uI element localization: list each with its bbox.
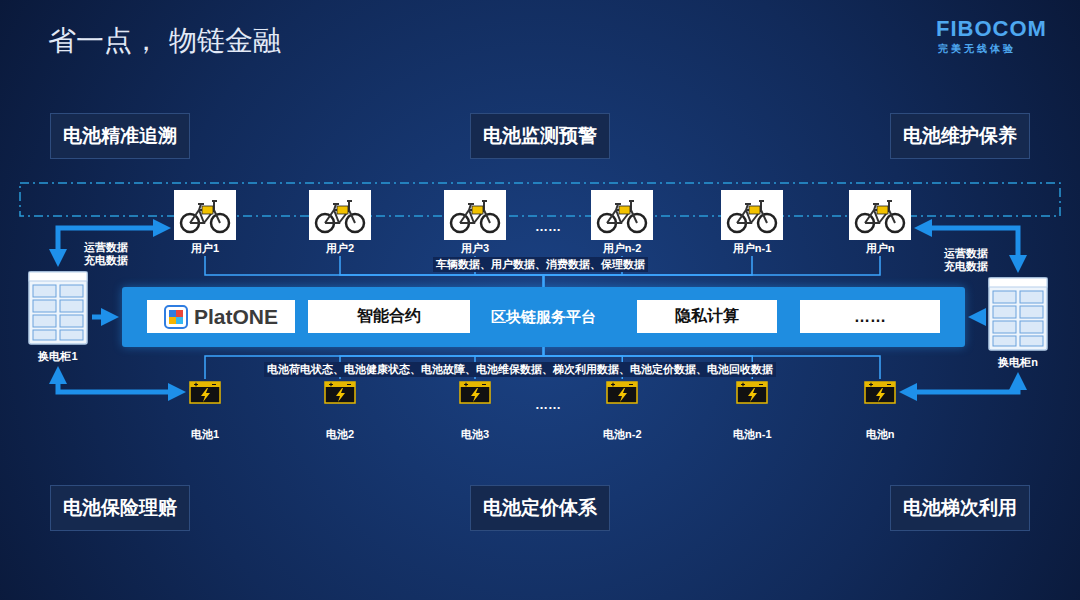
topic-box: 电池定价体系 — [470, 485, 610, 531]
topic-box: 电池精准追溯 — [50, 113, 190, 159]
logo-icon — [164, 305, 188, 329]
battery-node: 电池n — [864, 380, 896, 441]
node-text: 电池n-1 — [733, 428, 772, 441]
battery-node: 电池2 — [324, 380, 356, 441]
battery-picture — [190, 382, 220, 403]
node-text: 电池1 — [189, 428, 221, 441]
user-icon — [309, 190, 371, 240]
user-node: 用户1 — [174, 190, 236, 255]
brand-logo: 完美无线体验 — [938, 42, 1016, 56]
topic-text: 电池监测预警 — [483, 123, 597, 149]
topic-text: 电池维护保养 — [903, 123, 1017, 149]
user-node: 用户2 — [309, 190, 371, 255]
data-note: 充电数据 — [944, 259, 988, 274]
data-arrow — [923, 228, 1018, 264]
node-text: 用户n — [849, 242, 911, 255]
user-icon — [174, 190, 236, 240]
module-box: 隐私计算 — [637, 300, 777, 333]
data-note: …… — [535, 397, 561, 412]
cabinet-picture — [29, 272, 87, 344]
data-arrow — [908, 381, 1018, 392]
battery-icon — [864, 380, 896, 404]
battery-node: 电池n-1 — [733, 380, 772, 441]
node-text: 电池3 — [459, 428, 491, 441]
user-node: 用户n — [849, 190, 911, 255]
data-arrow — [977, 315, 984, 320]
user-picture — [174, 190, 236, 240]
battery-picture — [325, 382, 355, 403]
battery-icon — [606, 380, 638, 404]
cabinet-icon — [27, 270, 89, 346]
node-text: 智能合约 — [357, 306, 421, 327]
topic-box: 电池保险理赔 — [50, 485, 190, 531]
topic-text: 电池梯次利用 — [903, 495, 1017, 521]
user-node: 用户n-1 — [721, 190, 783, 255]
battery-picture — [607, 382, 637, 403]
battery-picture — [865, 382, 895, 403]
user-icon — [849, 190, 911, 240]
topic-box: 电池监测预警 — [470, 113, 610, 159]
node-text: 隐私计算 — [675, 306, 739, 327]
battery-icon — [736, 380, 768, 404]
brand-logo: FIBOCOM — [936, 16, 1047, 42]
data-note: 充电数据 — [84, 253, 128, 268]
data-note: …… — [535, 219, 561, 234]
user-icon — [721, 190, 783, 240]
topic-box: 电池梯次利用 — [890, 485, 1030, 531]
node-text: 用户n-2 — [591, 242, 653, 255]
node-text: PlatONE — [194, 305, 278, 329]
cabinet-node: 换电柜1 — [27, 270, 89, 363]
user-picture — [591, 190, 653, 240]
battery-node: 电池1 — [189, 380, 221, 441]
battery-picture — [460, 382, 490, 403]
node-text: 用户3 — [444, 242, 506, 255]
user-picture — [849, 190, 911, 240]
node-text: 换电柜n — [987, 356, 1049, 369]
data-note: 运营数据 — [944, 246, 988, 261]
data-arrow — [58, 375, 177, 392]
node-text: 电池2 — [324, 428, 356, 441]
user-icon — [444, 190, 506, 240]
module-box: 智能合约 — [308, 300, 470, 333]
node-text: 用户n-1 — [721, 242, 783, 255]
battery-node: 电池n-2 — [603, 380, 642, 441]
topic-text: 电池保险理赔 — [63, 495, 177, 521]
user-picture — [309, 190, 371, 240]
logo-picture — [165, 306, 187, 328]
topic-box: 电池维护保养 — [890, 113, 1030, 159]
battery-icon — [459, 380, 491, 404]
node-text: 换电柜1 — [27, 350, 89, 363]
cabinet-node: 换电柜n — [987, 276, 1049, 369]
topic-text: 电池精准追溯 — [63, 123, 177, 149]
node-text: 用户1 — [174, 242, 236, 255]
user-picture — [444, 190, 506, 240]
node-text: …… — [854, 308, 886, 326]
node-text: 电池n — [864, 428, 896, 441]
platform-title: 区块链服务平台 — [491, 308, 596, 327]
battery-icon — [324, 380, 356, 404]
data-note: 运营数据 — [84, 240, 128, 255]
user-icon — [591, 190, 653, 240]
data-arrow — [92, 315, 110, 320]
user-node: 用户3 — [444, 190, 506, 255]
page-title: 省一点， 物链金融 — [48, 22, 281, 60]
battery-node: 电池3 — [459, 380, 491, 441]
battery-icon — [189, 380, 221, 404]
battery-picture — [737, 382, 767, 403]
data-note: 电池荷电状态、电池健康状态、电池故障、电池维保数据、梯次利用数据、电池定价数据、… — [264, 362, 776, 377]
node-text: 用户2 — [309, 242, 371, 255]
cabinet-picture — [989, 278, 1047, 350]
data-arrow — [58, 228, 162, 258]
user-node: 用户n-2 — [591, 190, 653, 255]
data-note: 车辆数据、用户数据、消费数据、保理数据 — [433, 257, 648, 272]
node-text: 电池n-2 — [603, 428, 642, 441]
logo-box: PlatONE — [147, 300, 295, 333]
user-picture — [721, 190, 783, 240]
module-box: …… — [800, 300, 940, 333]
cabinet-icon — [987, 276, 1049, 352]
topic-text: 电池定价体系 — [483, 495, 597, 521]
platform-band: 区块链服务平台 PlatONE 智能合约 隐私计算 …… — [122, 287, 965, 347]
